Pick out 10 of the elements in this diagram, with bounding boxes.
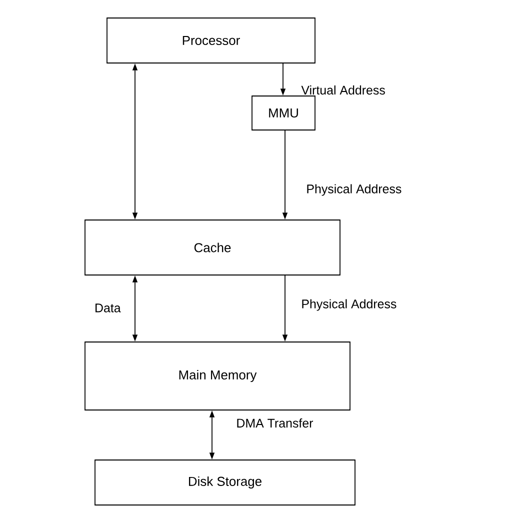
process-box: MMU: [252, 96, 316, 130]
edge-label: Physical Address: [302, 299, 396, 311]
process-box: Processor: [106, 18, 316, 64]
process-box: Disk Storage: [94, 460, 356, 506]
edge-label: Virtual Address: [301, 85, 385, 95]
edge-label: DMA Transfer: [237, 418, 314, 428]
process-box: Cache: [84, 220, 340, 276]
process-box: Main Memory: [84, 342, 350, 410]
edge-label: Data: [96, 304, 121, 312]
edge-label: Physical Address: [307, 184, 402, 196]
